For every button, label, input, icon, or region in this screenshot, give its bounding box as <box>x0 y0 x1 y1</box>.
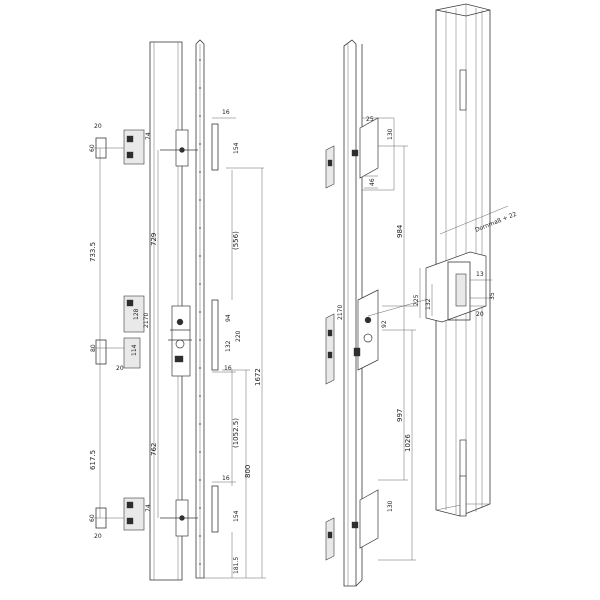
left-keeper-top <box>95 129 145 165</box>
faceplate-hole <box>199 255 201 257</box>
right-keeper-top <box>325 145 335 189</box>
dim-16-top: 16 <box>222 109 230 116</box>
faceplate-hole <box>199 423 201 425</box>
left-keeper-mid <box>95 295 145 369</box>
right-dimension-lines <box>364 118 461 561</box>
dim-13: 13 <box>476 271 484 278</box>
dim-35: 35 <box>489 292 496 300</box>
dim-132-right: 132 <box>425 298 432 310</box>
dim-25: 25 <box>366 116 374 123</box>
dim-181: 181.5 <box>233 557 240 574</box>
dim-16-bot: 16 <box>222 475 230 482</box>
right-keeper-bot <box>325 517 335 561</box>
dim-220: 220 <box>235 330 242 342</box>
dim-729: 729 <box>150 233 158 246</box>
dim-1026: 1026 <box>404 434 412 452</box>
dim-733: 733.5 <box>89 242 97 262</box>
dim-556: (556) <box>232 231 240 250</box>
dim-20-bot: 20 <box>94 533 102 540</box>
dim-16-mid: 16 <box>224 365 232 372</box>
dim-74-top: 74 <box>145 132 152 140</box>
dim-60-bot: 60 <box>89 514 96 522</box>
dim-154-bot: 154 <box>233 510 240 522</box>
faceplate-hole <box>199 171 201 173</box>
faceplate-hole <box>199 143 201 145</box>
dim-20-right: 20 <box>476 311 484 318</box>
dim-132: 132 <box>225 340 232 352</box>
dim-46: 46 <box>369 178 376 186</box>
faceplate-hole <box>199 115 201 117</box>
dim-1052: (1052.5) <box>232 418 240 448</box>
left-dimension-lines <box>94 42 266 580</box>
left-strike-top <box>211 123 219 171</box>
left-bottom-lock <box>160 499 198 537</box>
dim-20-mid: 20 <box>116 365 124 372</box>
left-top-lock <box>160 129 198 167</box>
dim-617: 617.5 <box>89 450 97 470</box>
faceplate-hole <box>199 507 201 509</box>
dim-2170: 2170 <box>143 313 150 328</box>
right-bottom-case <box>351 489 379 549</box>
faceplate-hole <box>199 311 201 313</box>
faceplate-hole <box>199 395 201 397</box>
faceplate-hole <box>199 227 201 229</box>
left-dimension-labels: 20 60 733.5 729 16 154 (556) 128 2170 94… <box>89 109 262 574</box>
faceplate-hole <box>199 563 201 565</box>
dim-60-top: 60 <box>89 144 96 152</box>
right-top-case <box>351 117 394 191</box>
dim-130-bot: 130 <box>387 500 394 512</box>
dim-997: 997 <box>396 409 404 422</box>
left-keeper-bot <box>95 497 145 531</box>
dim-128: 128 <box>133 308 140 320</box>
right-perspective-rail <box>343 39 363 587</box>
faceplate-hole <box>199 479 201 481</box>
dim-20-top: 20 <box>94 123 102 130</box>
faceplate-hole <box>199 59 201 61</box>
dim-225: 225 <box>413 294 420 306</box>
faceplate-hole <box>199 87 201 89</box>
right-keeper-mid <box>325 313 335 385</box>
dim-154-top: 154 <box>233 142 240 154</box>
dim-2170-right: 2170 <box>337 305 344 320</box>
frame-profile <box>419 3 509 517</box>
dim-94: 94 <box>225 314 232 322</box>
dim-984: 984 <box>396 224 404 238</box>
faceplate-hole <box>199 339 201 341</box>
left-strike-mid <box>211 299 219 371</box>
dim-800: 800 <box>244 465 252 478</box>
dim-74-bot: 74 <box>145 504 152 512</box>
faceplate-hole <box>199 283 201 285</box>
faceplate-hole <box>199 199 201 201</box>
right-main-case <box>353 289 379 371</box>
dim-762: 762 <box>150 443 158 456</box>
dim-92: 92 <box>381 320 388 328</box>
left-faceplate <box>195 39 205 579</box>
faceplate-hole <box>199 451 201 453</box>
dim-80: 80 <box>90 344 97 352</box>
faceplate-hole <box>199 535 201 537</box>
dim-dornmass: Dornmaß + 22 <box>474 211 518 234</box>
left-main-lock <box>168 305 192 377</box>
left-strike-bot <box>211 485 219 533</box>
faceplate-hole <box>199 367 201 369</box>
dim-114: 114 <box>131 344 138 356</box>
dim-1672: 1672 <box>254 368 262 386</box>
dim-130-top: 130 <box>387 128 394 140</box>
